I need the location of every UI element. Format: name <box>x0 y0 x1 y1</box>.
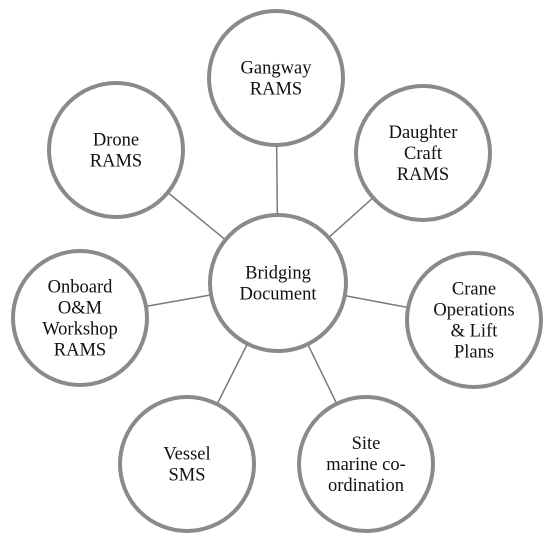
node-onboard-workshop-label-line: RAMS <box>54 341 106 361</box>
node-onboard-workshop-label-line: Workshop <box>42 320 118 340</box>
node-vessel-sms-label-line: SMS <box>168 466 205 486</box>
node-crane-operations-circle <box>405 251 543 389</box>
node-daughter-craft-label-line: Daughter <box>389 123 458 143</box>
connector-drone <box>167 191 226 241</box>
node-drone-circle <box>47 81 185 219</box>
connector-gangway <box>275 144 279 216</box>
connector-onboard-workshop <box>145 294 212 308</box>
connector-vessel-sms <box>216 343 249 405</box>
node-daughter-craft-circle <box>354 84 492 222</box>
node-gangway-label-line: Gangway <box>241 59 313 79</box>
node-bridging-document-label-line: Document <box>239 285 317 305</box>
node-bridging-document-label-line: Bridging <box>245 264 311 284</box>
node-site-marine-label-line: Site <box>352 434 381 454</box>
connector-lines <box>145 144 409 405</box>
node-site-marine-label-line: marine co- <box>326 455 406 475</box>
node-site-marine-label-line: ordination <box>328 476 404 496</box>
connector-daughter-craft <box>328 197 374 239</box>
node-gangway-circle <box>207 9 345 147</box>
node-drone-label-line: Drone <box>93 131 139 151</box>
node-vessel-sms-circle <box>118 395 256 533</box>
node-site-marine-circle <box>297 395 435 533</box>
node-crane-operations-label-line: Plans <box>454 343 494 363</box>
node-crane-operations-label-line: Crane <box>452 280 496 300</box>
node-onboard-workshop-circle <box>11 249 149 387</box>
node-daughter-craft-label-line: Craft <box>404 144 443 164</box>
node-drone-label-line: RAMS <box>90 152 142 172</box>
node-bridging-document-circle <box>208 213 348 353</box>
node-onboard-workshop-label-line: O&M <box>58 299 102 319</box>
diagram-nodes: GangwayRAMSDaughterCraftRAMSCraneOperati… <box>11 9 543 533</box>
node-crane-operations-label-line: & Lift <box>451 322 499 342</box>
node-crane-operations-label-line: Operations <box>433 301 514 321</box>
node-onboard-workshop-label-line: Onboard <box>48 278 113 298</box>
connector-crane-operations <box>344 294 409 309</box>
node-vessel-sms-label-line: Vessel <box>163 445 210 465</box>
connector-site-marine <box>307 343 338 405</box>
node-gangway-label-line: RAMS <box>250 80 302 100</box>
node-daughter-craft-label-line: RAMS <box>397 165 449 185</box>
